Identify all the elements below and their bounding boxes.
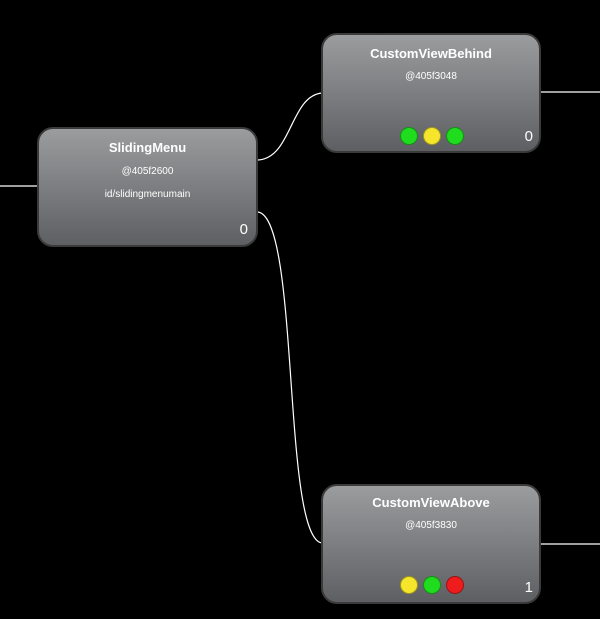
node-view-id: id/slidingmenumain — [104, 189, 191, 200]
status-dot — [446, 576, 464, 594]
node-index: 0 — [524, 128, 533, 145]
node-sliding-menu[interactable]: SlidingMenu @405f2600 id/slidingmenumain… — [37, 127, 258, 247]
status-dot — [423, 127, 441, 145]
status-dot — [423, 576, 441, 594]
node-index: 0 — [239, 221, 248, 238]
status-indicators — [400, 127, 464, 145]
node-address: @405f2600 — [121, 166, 174, 177]
node-title: SlidingMenu — [108, 140, 187, 155]
node-custom-view-above[interactable]: CustomViewAbove @405f3830 1 — [321, 484, 541, 604]
status-dot — [400, 576, 418, 594]
node-address: @405f3048 — [405, 71, 457, 82]
node-index: 1 — [524, 579, 533, 596]
connector-sliding-menu-to-above — [257, 211, 323, 544]
node-title: CustomViewBehind — [370, 46, 492, 61]
node-address: @405f3830 — [405, 520, 457, 531]
status-dot — [446, 127, 464, 145]
connector-sliding-menu-to-behind — [257, 92, 323, 161]
node-title: CustomViewAbove — [372, 495, 490, 510]
status-indicators — [400, 576, 464, 594]
node-custom-view-behind[interactable]: CustomViewBehind @405f3048 0 — [321, 33, 541, 153]
status-dot — [400, 127, 418, 145]
